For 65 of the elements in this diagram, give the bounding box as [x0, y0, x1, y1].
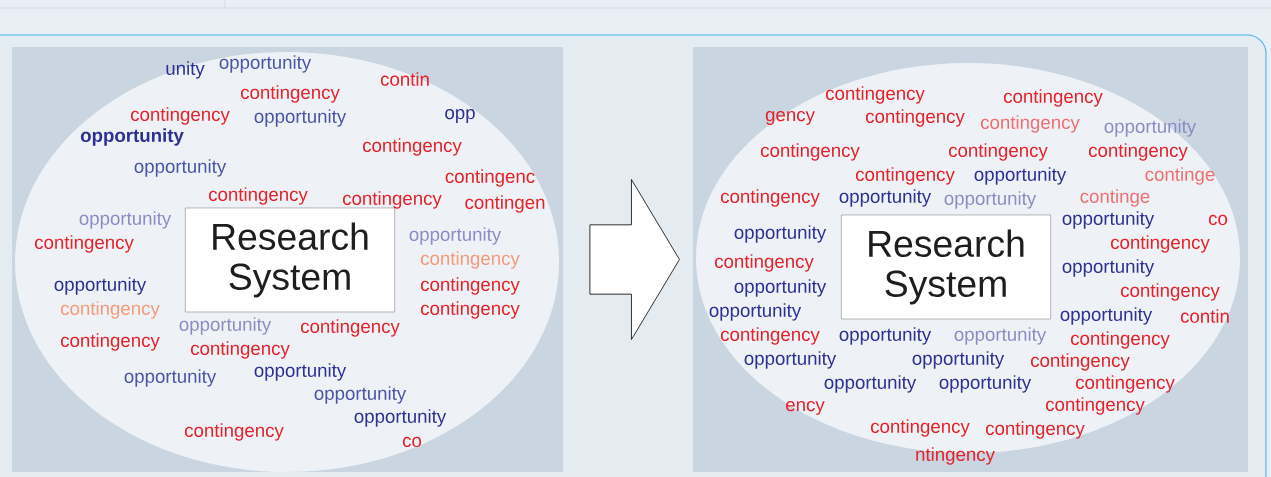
word: contingency [986, 421, 1085, 439]
word: contingency [1004, 89, 1103, 107]
word: opportunity [254, 109, 347, 127]
word: opportunity [254, 363, 347, 381]
word: contingency [1076, 375, 1175, 393]
word: co [402, 436, 422, 448]
word: contingency [1089, 143, 1188, 161]
word: contin [1180, 309, 1229, 323]
word: opportunity [314, 386, 407, 404]
block-arrow [589, 179, 680, 340]
word: contingency [826, 86, 925, 104]
word: contingency [363, 138, 462, 156]
word: contingency [761, 143, 860, 161]
word: contingency [35, 235, 134, 253]
word: contingency [866, 109, 965, 127]
word: contingency [241, 85, 340, 103]
word: contingency [1111, 235, 1210, 253]
word: contingency [1071, 331, 1170, 349]
word: contingency [721, 327, 820, 345]
word: contingency [191, 341, 290, 359]
word: opportunity [124, 369, 217, 387]
word: opportunity [134, 159, 227, 177]
word: opportunity [219, 55, 312, 73]
word: contingency [721, 189, 820, 207]
word: contingency [421, 251, 520, 269]
word: contingency [1046, 397, 1145, 415]
word: opportunity [744, 351, 837, 369]
word: opportunity [709, 303, 802, 321]
word: opportunity [1062, 211, 1155, 229]
word: contingency [949, 143, 1048, 161]
word: contingency [1121, 283, 1220, 301]
word: opportunity [1060, 307, 1153, 325]
word: contingency [61, 333, 160, 351]
word: opportunity [354, 409, 447, 427]
word: opportunity [939, 375, 1032, 393]
word: contingency [981, 115, 1080, 133]
word: opportunity [974, 167, 1067, 185]
word: ency [786, 401, 825, 415]
word: opportunity [912, 351, 1005, 369]
word: opportunity [80, 128, 184, 146]
word: gency [765, 111, 815, 125]
word: contingency [131, 107, 230, 125]
word: contingency [185, 423, 284, 441]
word: contingency [856, 167, 955, 185]
word: contingen [465, 195, 545, 213]
word: continge [1080, 189, 1150, 207]
word: opp [445, 109, 475, 123]
word: contingency [1031, 353, 1130, 371]
word: opportunity [1104, 119, 1197, 137]
word: contingency [343, 191, 442, 209]
text-box: Research System [185, 207, 395, 313]
word: contingenc [445, 169, 535, 187]
word: opportunity [54, 277, 147, 295]
word: co [1208, 214, 1228, 226]
word: continge [1145, 167, 1215, 185]
word: contingency [871, 419, 970, 437]
word: contin [380, 72, 429, 86]
word: ntingency [916, 447, 995, 465]
word: contingency [61, 301, 160, 319]
text-box: Research System [841, 214, 1051, 320]
word: contingency [421, 277, 520, 295]
word: opportunity [824, 375, 917, 393]
word: contingency [715, 254, 814, 272]
word: unity [166, 61, 205, 79]
word: contingency [421, 301, 520, 319]
